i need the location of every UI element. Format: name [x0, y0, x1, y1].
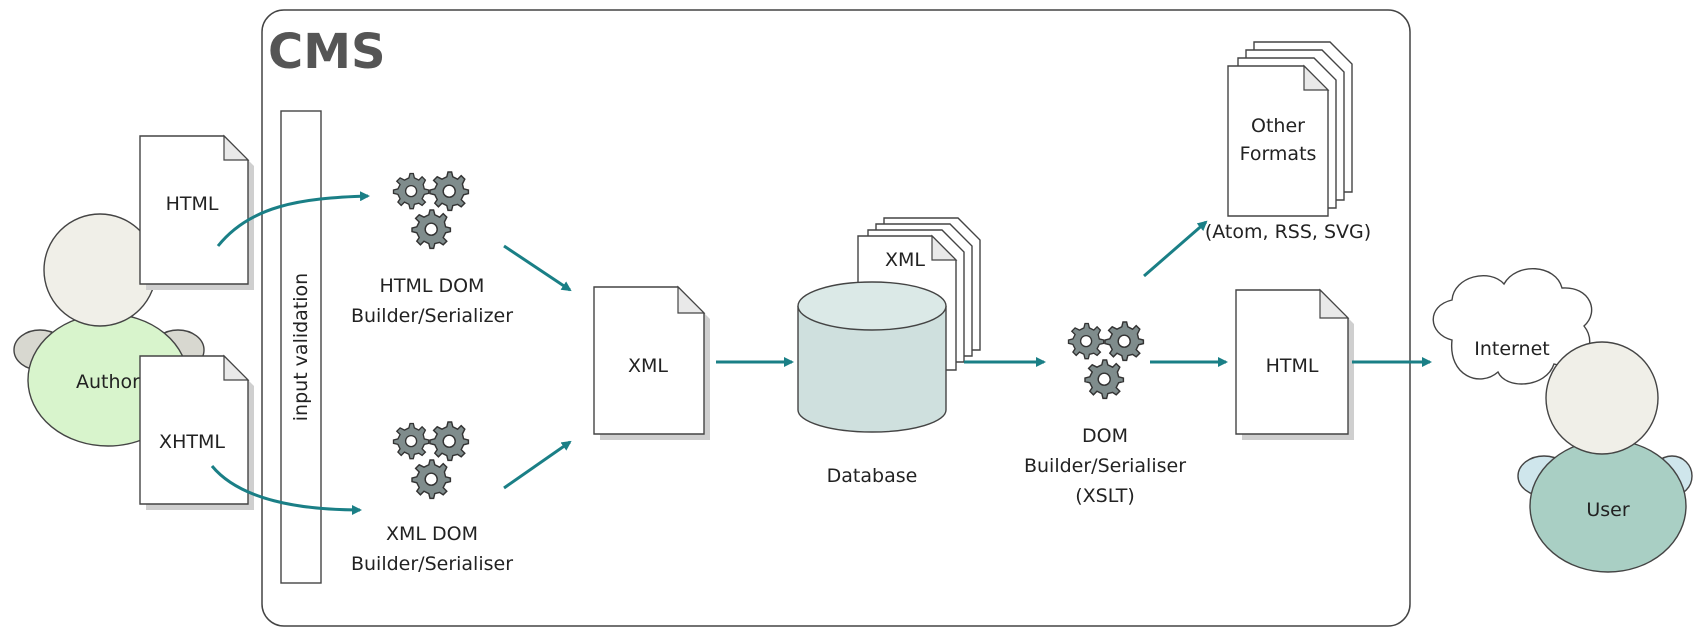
author-head: [43, 213, 157, 327]
arrow-xml-builder-to-xml: [503, 440, 572, 490]
arrow-xhtml-to-xml-builder: [210, 465, 362, 515]
xml-dom-builder-line2: Builder/Serialiser: [351, 553, 513, 575]
html-input-label: HTML: [166, 193, 219, 215]
internet-label: Internet: [1474, 338, 1549, 360]
user-head: [1545, 341, 1659, 455]
other-formats-line2: Formats: [1240, 143, 1317, 165]
dom-builder-line3: (XSLT): [1075, 485, 1134, 507]
html-dom-builder-line1: HTML DOM: [380, 275, 485, 297]
internet-cloud-icon: Internet: [1432, 268, 1593, 385]
user-figure: User: [1517, 341, 1693, 573]
xml-document-label: XML: [628, 355, 668, 377]
other-formats-caption: (Atom, RSS, SVG): [1205, 221, 1371, 243]
output-html-document: HTML: [1235, 288, 1354, 440]
database-icon: [797, 281, 947, 433]
dom-builder-line2: Builder/Serialiser: [1024, 455, 1186, 477]
input-validation-bar: input validation: [280, 110, 322, 584]
output-html-label: HTML: [1266, 355, 1319, 377]
html-input-document: HTML: [139, 134, 254, 290]
arrow-dom-builder-to-other-formats: [1143, 220, 1208, 278]
dom-builder-line1: DOM: [1082, 425, 1128, 447]
cms-title: CMS: [268, 24, 386, 80]
database-stack-label: XML: [885, 249, 925, 271]
html-dom-builder-line2: Builder/Serializer: [351, 305, 513, 327]
arrow-html-to-html-builder: [216, 191, 370, 247]
other-formats-document-stack: Other Formats: [1227, 41, 1353, 217]
xml-document: XML: [593, 285, 710, 440]
xhtml-input-label: XHTML: [159, 431, 225, 453]
other-formats-line1: Other: [1251, 115, 1305, 137]
user-label: User: [1586, 499, 1629, 521]
input-validation-label: input validation: [290, 273, 312, 421]
arrow-html-builder-to-xml: [503, 244, 572, 292]
xml-dom-builder-line1: XML DOM: [386, 523, 478, 545]
database-label: Database: [827, 465, 918, 487]
author-label: Author: [76, 371, 140, 393]
xhtml-input-document: XHTML: [139, 354, 254, 510]
